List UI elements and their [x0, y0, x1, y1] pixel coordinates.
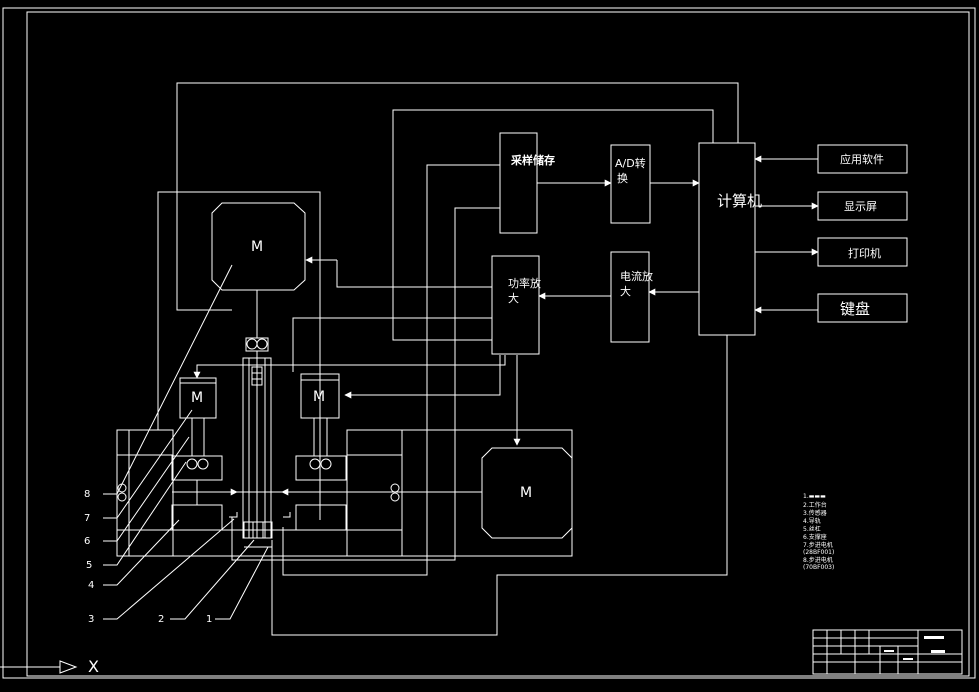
callout-leaders — [103, 264, 269, 620]
callout-6: 6 — [84, 536, 90, 547]
parts-legend: 1.▬▬▬ 2.工作台 3.传感器 4.导轨 5.丝杠 6.支撑座 7.步进电机… — [803, 493, 834, 571]
right-motor-label: M — [313, 389, 325, 405]
sampling-storage-block — [499, 132, 538, 234]
current-amp-block — [610, 251, 650, 343]
keyboard-label: 键盘 — [840, 300, 870, 318]
title-block — [812, 629, 963, 675]
callout-4: 4 — [88, 580, 94, 591]
callout-numbers: 8 7 6 5 4 3 2 1 — [84, 489, 212, 625]
ad-converter-label-2: 换 — [617, 171, 628, 185]
base-frame — [116, 429, 573, 557]
legend-item-3: 3.传感器 — [803, 509, 827, 517]
app-software-label: 应用软件 — [840, 152, 884, 166]
keyboard-box — [817, 293, 908, 323]
power-amp-label: 功率放 — [508, 276, 541, 290]
lead-screw-column — [242, 337, 273, 548]
legend-item-1: 1.▬▬▬ — [803, 493, 826, 500]
legend-item-4: 4.导轨 — [803, 517, 821, 525]
power-amp-label-2: 大 — [508, 291, 519, 305]
legend-item-6: 6.支撑座 — [803, 533, 827, 541]
left-stepper-motor: M — [171, 377, 223, 531]
x-axis-indicator: X — [0, 657, 99, 676]
legend-item-7: 7.步进电机 — [803, 541, 833, 549]
drawing-border-inner — [26, 11, 970, 677]
callout-8: 8 — [84, 489, 90, 500]
top-motor-label: M — [251, 239, 263, 255]
big-motor-label: M — [520, 485, 532, 501]
computer-block — [698, 142, 756, 336]
callout-7: 7 — [84, 513, 90, 524]
display-label: 显示屏 — [844, 200, 877, 213]
ad-converter-label: A/D转 — [615, 156, 646, 170]
computer-label: 计算机 — [717, 192, 762, 210]
top-motor: M — [211, 202, 306, 338]
current-amp-label-2: 大 — [620, 284, 631, 298]
callout-2: 2 — [158, 614, 164, 625]
drawing-border-outer — [2, 7, 976, 679]
legend-item-5: 5.丝杠 — [803, 525, 821, 533]
legend-item-2: 2.工作台 — [803, 501, 827, 509]
left-motor-label: M — [191, 390, 203, 406]
big-motor: M — [481, 447, 573, 539]
callout-3: 3 — [88, 614, 94, 625]
current-amp-label: 电流放 — [620, 269, 653, 283]
wiring — [157, 82, 739, 636]
callout-5: 5 — [86, 560, 92, 571]
legend-item-8: 8.步进电机 — [803, 556, 833, 564]
legend-item-7b: (28BF001) — [803, 549, 834, 556]
power-amp-block — [491, 255, 540, 355]
legend-item-8b: (70BF003) — [803, 564, 834, 571]
callout-1: 1 — [206, 614, 212, 625]
sampling-storage-label: 采样储存 — [510, 153, 555, 167]
printer-label: 打印机 — [848, 246, 881, 260]
right-stepper-motor: M — [295, 373, 347, 531]
axis-x-label: X — [88, 657, 99, 676]
